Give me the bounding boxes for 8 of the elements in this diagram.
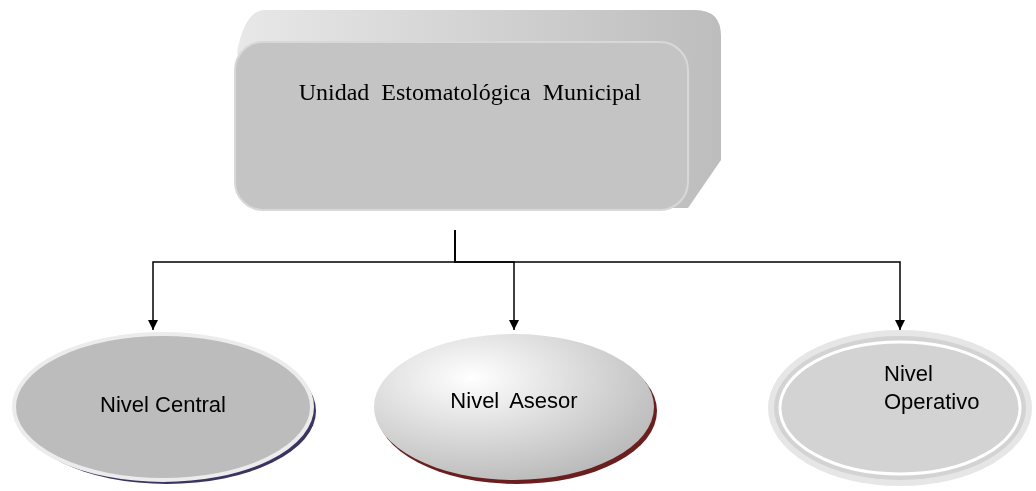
node-label: Nivel Asesor bbox=[449, 388, 579, 414]
node-label: Unidad Estomatológica Municipal bbox=[297, 78, 643, 107]
node-label: Nivel Central bbox=[99, 392, 227, 418]
connector-arrow bbox=[454, 229, 905, 331]
ellipse-node bbox=[10, 330, 316, 484]
ellipse-node bbox=[768, 330, 1032, 486]
raised-block bbox=[235, 10, 721, 210]
node-label: Nivel Operativo bbox=[884, 360, 981, 416]
